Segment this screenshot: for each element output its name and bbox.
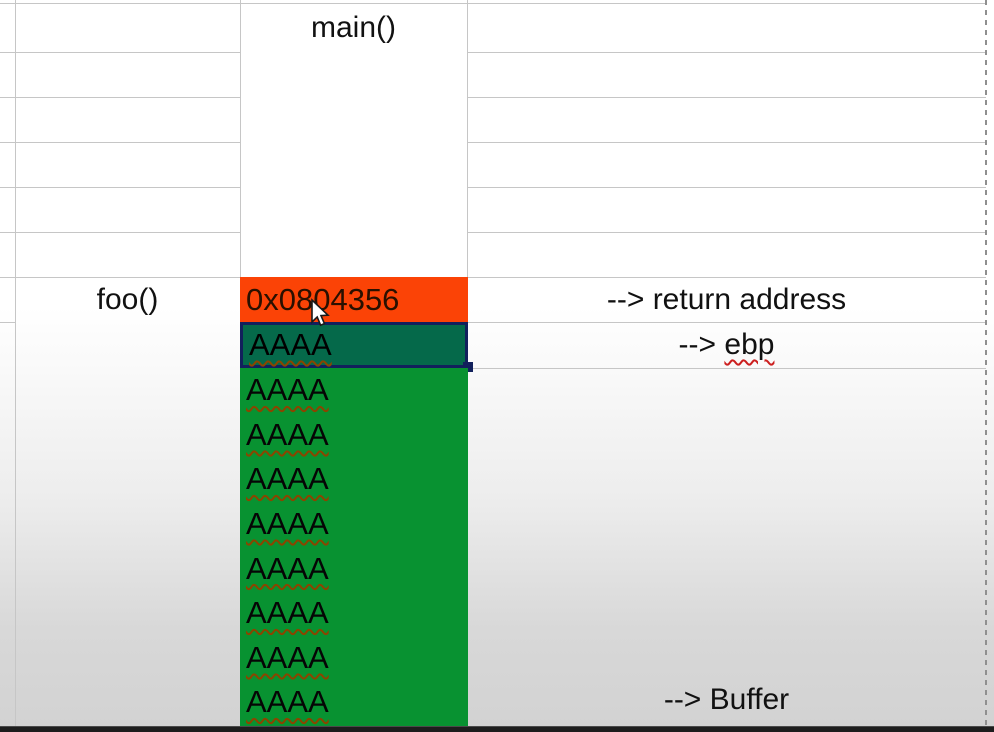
annotation-ebp-arrow: --> <box>678 328 725 361</box>
gridline-horizontal <box>467 368 986 369</box>
gridline-horizontal <box>467 232 986 233</box>
annotation-return-address[interactable]: --> return address <box>606 282 847 316</box>
buffer-cell-value: AAAA <box>246 550 329 586</box>
buffer-cell[interactable]: AAAA <box>240 680 468 725</box>
cell-ebp-selected[interactable]: AAAA <box>240 322 468 368</box>
gridline-horizontal <box>0 142 240 143</box>
gridline-vertical <box>467 0 468 277</box>
annotation-ebp-word: ebp <box>724 328 775 361</box>
gridline-horizontal <box>467 142 986 143</box>
buffer-cell[interactable]: AAAA <box>240 546 468 591</box>
annotation-buffer[interactable]: --> Buffer <box>663 682 790 716</box>
gridline-horizontal <box>467 187 986 188</box>
buffer-cell-value: AAAA <box>246 506 329 542</box>
buffer-cell-value: AAAA <box>246 595 329 631</box>
cell-return-address[interactable]: 0x0804356 <box>240 277 468 322</box>
annotation-ebp[interactable]: --> ebp <box>467 322 986 368</box>
buffer-block: AAAA AAAA AAAA AAAA AAAA AAAA AAAA AAAA <box>240 368 468 726</box>
buffer-cell[interactable]: AAAA <box>240 413 468 458</box>
gridline-horizontal <box>467 322 986 323</box>
gridline-horizontal <box>467 277 986 278</box>
buffer-cell[interactable]: AAAA <box>240 591 468 636</box>
buffer-cell-value: AAAA <box>246 639 329 675</box>
selection-fill-handle[interactable] <box>463 362 473 372</box>
gridline-horizontal <box>467 52 986 53</box>
cell-foo-frame-label[interactable]: foo() <box>96 282 159 316</box>
buffer-cell[interactable]: AAAA <box>240 368 468 413</box>
gridline-horizontal <box>0 232 240 233</box>
ebp-cell-value: AAAA <box>249 327 332 362</box>
buffer-cell[interactable]: AAAA <box>240 502 468 547</box>
gridline-horizontal <box>0 97 240 98</box>
gridline-horizontal <box>0 277 240 278</box>
gridline-vertical <box>15 0 16 726</box>
gridline-horizontal <box>0 187 240 188</box>
buffer-cell[interactable]: AAAA <box>240 457 468 502</box>
gridline-horizontal <box>0 52 240 53</box>
print-area-boundary <box>985 0 987 726</box>
gridline-vertical <box>240 0 241 277</box>
buffer-cell-value: AAAA <box>246 416 329 452</box>
buffer-cell-value: AAAA <box>246 461 329 497</box>
window-edge-bar <box>0 726 994 732</box>
buffer-cell-value: AAAA <box>246 684 329 720</box>
gridline-horizontal <box>0 322 15 323</box>
gridline-horizontal <box>467 97 986 98</box>
buffer-cell[interactable]: AAAA <box>240 636 468 681</box>
buffer-cell-value: AAAA <box>246 372 329 408</box>
mouse-cursor-icon <box>311 298 330 327</box>
cell-main-frame-label[interactable]: main() <box>310 10 396 44</box>
gridline-horizontal <box>0 3 986 4</box>
